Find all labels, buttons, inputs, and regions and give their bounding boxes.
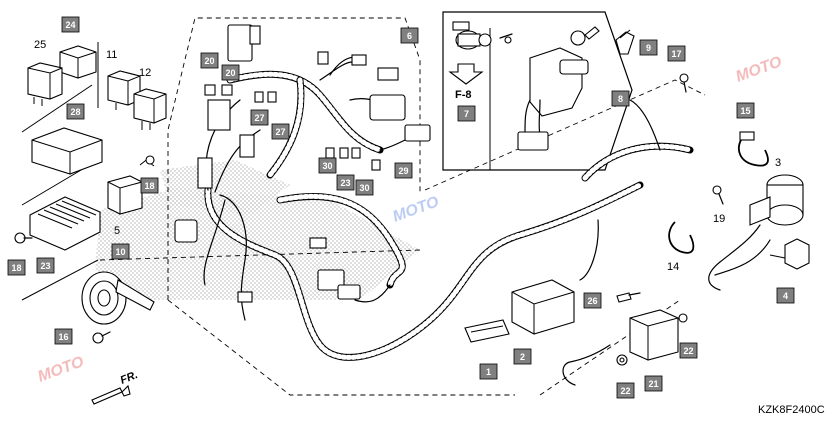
part-callout-label: 29 [398, 166, 408, 176]
part-callout-label: 17 [671, 49, 681, 59]
part-callout-label: 22 [683, 346, 693, 356]
module-part [511, 279, 575, 335]
part-label: 14 [667, 261, 679, 273]
relay-part [133, 88, 167, 130]
part-label: 3 [775, 157, 781, 169]
regulator-part [29, 196, 101, 251]
part-callout: 8 [611, 90, 630, 107]
cover-part [31, 127, 103, 175]
front-arrow: FR. [91, 369, 140, 405]
main-harness [204, 70, 694, 361]
part-callout: 6 [400, 27, 419, 44]
part-callout: 29 [394, 162, 413, 179]
svg-text:MOTO: MOTO [734, 53, 785, 85]
clip-part [668, 221, 695, 254]
part-callout-label: 6 [407, 31, 412, 41]
part-callout: 15 [736, 102, 755, 119]
part-callout-label: 2 [520, 352, 525, 362]
part-callout: 30 [355, 179, 374, 196]
part-callout: 4 [776, 287, 795, 304]
part-callout: 10 [111, 243, 130, 260]
part-callout-label: 20 [225, 68, 235, 78]
bolt-part [679, 73, 689, 93]
part-callout: 20 [221, 64, 240, 81]
part-callout-label: 8 [618, 94, 623, 104]
part-callout: 30 [318, 157, 337, 174]
part-callout-label: 22 [620, 386, 630, 396]
part-callout-label: 18 [11, 263, 21, 273]
part-label: 11 [106, 49, 117, 61]
part-callout: 16 [54, 328, 73, 345]
relay-part [59, 45, 97, 79]
part-callout: 18 [7, 259, 26, 276]
part-callout-label: 23 [40, 261, 50, 271]
svg-text:MOTO: MOTO [391, 193, 442, 225]
part-callout: 1 [479, 363, 498, 380]
part-callout-label: 9 [646, 43, 651, 53]
harness-frame [99, 17, 706, 396]
part-callout: 2 [513, 348, 532, 365]
part-label: 19 [713, 213, 725, 225]
part-callout: 9 [639, 39, 658, 56]
part-callout-label: 15 [740, 106, 750, 116]
part-callout: 20 [200, 52, 219, 69]
sensor-part [107, 155, 155, 215]
part-callout: 21 [644, 375, 663, 392]
svg-text:MOTO: MOTO [36, 353, 87, 385]
part-callout: 27 [250, 109, 269, 126]
coil-part [708, 174, 810, 291]
part-callout-label: 16 [58, 332, 68, 342]
reference-arrow: F-8 [448, 63, 484, 101]
part-callout-label: 27 [275, 127, 285, 137]
ignition-coil-part [616, 292, 688, 366]
key-set-box [442, 11, 633, 171]
cover-part [464, 319, 510, 343]
part-callout-label: 28 [70, 107, 80, 117]
diagram-code: KZK8F2400C [758, 404, 825, 416]
part-callout-label: 10 [115, 247, 125, 257]
part-label: 5 [114, 225, 120, 237]
part-callout: 27 [271, 123, 290, 140]
part-callout-label: 1 [486, 367, 491, 377]
part-callout: 22 [679, 342, 698, 359]
part-label: 25 [34, 39, 46, 51]
horn-part [81, 271, 155, 325]
part-callout: 23 [36, 257, 55, 274]
plain-labels: 25 11 12 5 3 19 14 [34, 39, 781, 273]
part-callout-label: 30 [359, 183, 369, 193]
plug-part [249, 25, 261, 45]
part-callout: 28 [66, 103, 85, 120]
part-callout-label: 30 [322, 161, 332, 171]
part-callout-label: 18 [144, 181, 154, 191]
key-set-parts [452, 21, 600, 151]
part-callout-label: 26 [587, 296, 597, 306]
key-part [615, 29, 635, 55]
part-callout-label: 7 [464, 109, 469, 119]
part-callout: 26 [583, 292, 602, 309]
part-callout: 22 [616, 382, 635, 399]
bolt-part [92, 331, 111, 344]
svg-text:FR.: FR. [119, 369, 140, 387]
part-callout: 23 [336, 174, 355, 191]
part-callout: 17 [667, 45, 686, 62]
part-callout: 24 [61, 16, 80, 33]
svg-text:F-8: F-8 [455, 89, 472, 101]
part-callout-label: 21 [648, 379, 658, 389]
harness-wires [203, 56, 771, 386]
part-callout: 7 [457, 105, 476, 122]
part-callout-label: 4 [783, 291, 788, 301]
part-label: 12 [139, 67, 151, 79]
clip-part [738, 131, 769, 167]
part-callout-label: 23 [340, 178, 350, 188]
part-callout-label: 20 [204, 56, 214, 66]
part-callout-label: 24 [65, 20, 75, 30]
bolt-part [14, 232, 33, 244]
bolt-part [712, 185, 724, 205]
part-callout: 18 [140, 177, 159, 194]
relay-part [27, 62, 63, 106]
part-callout-label: 27 [254, 113, 264, 123]
